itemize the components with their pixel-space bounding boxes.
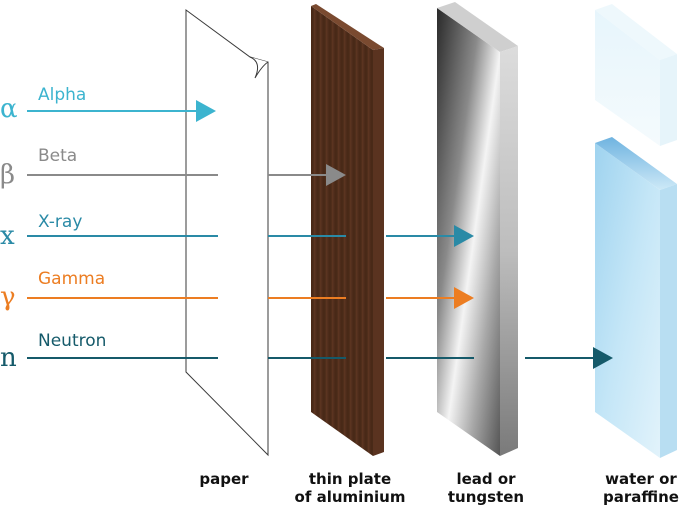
caption-paper-line1: paper <box>199 470 249 488</box>
ray-beta-arrowhead <box>326 164 346 186</box>
caption-aluminium: thin plate of aluminium <box>288 470 412 506</box>
ray-alpha-arrowhead <box>196 100 216 122</box>
lead-block <box>437 2 518 456</box>
caption-water: water or paraffine <box>597 470 685 506</box>
radiation-name-gamma: Gamma <box>38 269 106 289</box>
ray-neutron-arrowhead <box>593 347 613 369</box>
radiation-name-alpha: Alpha <box>38 85 87 105</box>
ray-x-ray-arrowhead <box>454 225 474 247</box>
caption-paper: paper <box>184 470 264 488</box>
radiation-symbol-neutron: n <box>0 343 17 373</box>
caption-lead-line2: tungsten <box>447 488 525 506</box>
water-tank <box>595 4 677 458</box>
radiation-rays <box>27 100 613 369</box>
radiation-symbol-alpha: α <box>0 94 18 124</box>
radiation-symbol-gamma: γ <box>0 282 16 312</box>
caption-water-line2: paraffine <box>603 488 679 506</box>
caption-lead-line1: lead or <box>456 470 516 488</box>
radiation-symbol-beta: β <box>0 160 16 190</box>
caption-water-line1: water or <box>605 470 677 488</box>
ray-gamma-arrowhead <box>454 287 474 309</box>
radiation-name-x-ray: X-ray <box>38 212 83 232</box>
aluminium-plate <box>311 4 384 456</box>
caption-aluminium-line2: of aluminium <box>294 488 406 506</box>
caption-aluminium-line1: thin plate <box>308 470 392 488</box>
caption-lead: lead or tungsten <box>434 470 538 506</box>
radiation-symbol-x-ray: x <box>0 221 15 251</box>
radiation-name-neutron: Neutron <box>38 331 107 351</box>
paper-sheet <box>185 9 269 457</box>
radiation-name-beta: Beta <box>38 146 78 166</box>
